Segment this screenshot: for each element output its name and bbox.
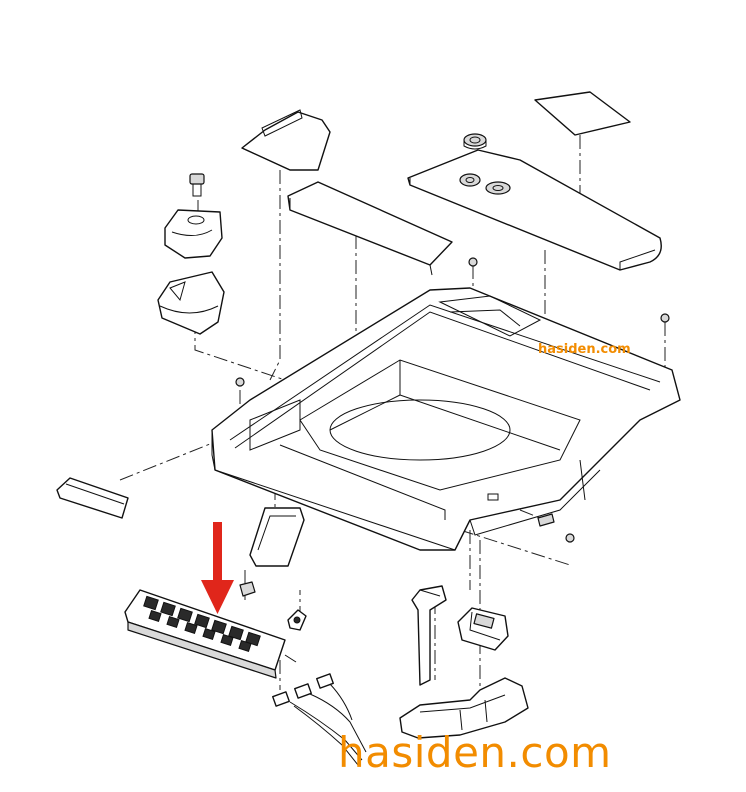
watermark-large: hasiden.com [338, 728, 612, 777]
label-plate [534, 91, 631, 136]
top-lid-panel [407, 149, 662, 271]
screw-top-left [189, 173, 205, 197]
arrow-down-icon [201, 522, 234, 614]
small-knob [287, 609, 307, 631]
motor-block [457, 607, 509, 651]
base-frame [399, 677, 529, 739]
long-cover-panel [287, 181, 453, 276]
small-clip [537, 513, 555, 527]
vertical-rod-bracket [411, 585, 447, 686]
watermark-small: hasiden.com [538, 342, 631, 357]
wire-harness [272, 673, 367, 766]
lower-bracket [157, 271, 225, 335]
main-housing [211, 287, 681, 551]
switch-board [124, 589, 297, 679]
switch-board-connector [239, 581, 256, 597]
angled-cover [241, 109, 331, 171]
upper-bracket [164, 209, 223, 259]
switch-board-buttons [143, 595, 261, 652]
upright-bracket [249, 507, 305, 567]
side-cap [56, 477, 129, 519]
grommet [463, 133, 487, 150]
